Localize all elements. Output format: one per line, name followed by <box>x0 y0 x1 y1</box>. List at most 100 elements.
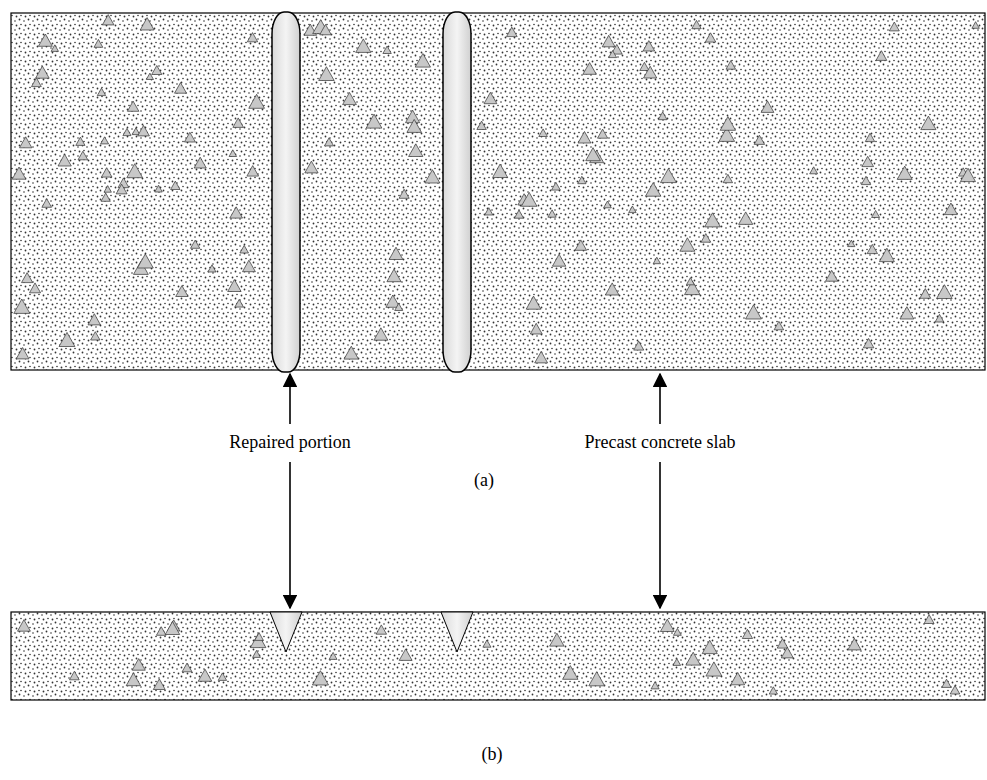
aggregate-triangle <box>720 117 735 131</box>
aggregate-triangle <box>485 208 493 215</box>
aggregate-triangle <box>374 328 388 340</box>
aggregate-triangle <box>924 615 934 624</box>
aggregate-triangle <box>629 206 636 213</box>
aggregate-triangle <box>673 659 681 666</box>
aggregate-triangle <box>78 151 88 160</box>
aggregate-triangle <box>575 240 587 250</box>
slab-section <box>11 612 985 700</box>
aggregate-triangle <box>118 178 129 188</box>
aggregate-triangle <box>389 247 403 259</box>
aggregate-triangle <box>366 114 382 128</box>
aggregate-triangle <box>59 332 75 346</box>
aggregate-triangle <box>329 652 337 659</box>
slab-plan <box>11 13 985 370</box>
aggregate-triangle <box>101 137 109 144</box>
aggregate-triangle <box>680 238 695 251</box>
aggregate-triangle <box>194 157 206 168</box>
aggregate-triangle <box>493 164 508 178</box>
aggregate-triangle <box>658 112 667 120</box>
aggregate-triangle <box>415 54 430 68</box>
aggregate-triangle <box>208 265 216 272</box>
aggregate-triangle <box>230 207 243 218</box>
aggregate-triangle <box>660 619 674 631</box>
aggregate-triangle <box>312 671 328 685</box>
aggregate-triangle <box>861 176 870 184</box>
aggregate-triangle <box>769 687 777 694</box>
aggregate-triangle <box>76 137 85 145</box>
aggregate-triangle <box>848 240 855 247</box>
aggregate-triangle <box>399 189 409 198</box>
aggregate-triangle <box>810 167 818 174</box>
aggregate-triangle <box>897 166 912 179</box>
aggregate-triangle <box>889 22 899 31</box>
aggregate-triangle <box>395 303 403 310</box>
aggregate-triangle <box>376 625 387 634</box>
part-label: Repaired portion <box>227 432 352 454</box>
aggregate-triangle <box>706 662 722 676</box>
aggregate-triangle <box>116 184 127 194</box>
aggregate-triangle <box>32 78 42 87</box>
aggregate-triangle <box>589 672 605 686</box>
aggregate-triangle <box>942 679 951 687</box>
aggregate-triangle <box>761 101 774 112</box>
aggregate-triangle <box>826 270 838 281</box>
aggregate-triangle <box>22 273 33 283</box>
aggregate-triangle <box>184 132 195 142</box>
aggregate-triangle <box>20 137 32 148</box>
aggregate-triangle <box>602 35 615 47</box>
aggregate-triangle <box>155 185 163 192</box>
aggregate-triangle <box>661 169 677 183</box>
aggregate-triangle <box>255 633 264 641</box>
aggregate-triangle <box>407 119 422 132</box>
aggregate-triangle <box>477 121 486 129</box>
aggregate-triangle <box>643 41 655 51</box>
aggregate-triangle <box>944 203 957 215</box>
aggregate-triangle <box>705 213 721 227</box>
aggregate-triangle <box>127 164 143 178</box>
aggregate-triangle <box>101 193 110 201</box>
aggregate-triangle <box>42 199 52 208</box>
aggregate-triangle <box>425 170 440 183</box>
aggregate-triangle <box>12 167 26 179</box>
aggregate-triangle <box>233 118 244 128</box>
part-label: Precast concrete slab <box>583 432 738 454</box>
aggregate-triangle <box>101 168 112 177</box>
aggregate-triangle <box>383 46 391 54</box>
aggregate-triangle <box>218 673 226 681</box>
aggregate-triangles <box>18 615 960 695</box>
aggregate-triangle <box>191 240 200 248</box>
aggregate-triangle <box>344 346 359 359</box>
aggregate-triangle <box>247 33 257 42</box>
aggregate-triangle <box>36 66 50 78</box>
aggregate-triangle <box>879 248 894 261</box>
aggregate-triangle <box>123 128 131 135</box>
aggregate-triangle <box>937 285 953 299</box>
figure-label: (b) <box>480 744 505 766</box>
leader-arrow <box>289 462 291 608</box>
aggregate-triangle <box>731 672 745 684</box>
aggregate-triangle <box>175 83 187 94</box>
aggregate-triangle <box>651 682 659 689</box>
aggregate-triangle <box>640 62 649 70</box>
aggregate-triangle <box>960 168 975 181</box>
slab-plan-texture <box>11 13 985 370</box>
figure-label: (a) <box>472 470 496 492</box>
aggregate-triangle <box>153 679 165 690</box>
slab-section-outline <box>11 612 985 700</box>
leader-arrow <box>289 374 291 424</box>
leader-arrow <box>659 374 661 424</box>
slab-section-texture <box>11 612 985 700</box>
aggregate-triangle <box>138 125 150 135</box>
aggregate-triangle <box>484 92 497 103</box>
aggregate-triangle <box>16 348 29 359</box>
aggregate-triangle <box>30 283 41 293</box>
aggregate-triangle <box>228 280 241 292</box>
aggregate-triangle <box>598 129 608 138</box>
aggregate-triangle <box>848 638 861 650</box>
aggregate-triangle <box>535 351 548 363</box>
aggregate-triangle <box>152 66 162 75</box>
repair-notch <box>441 612 473 652</box>
aggregate-triangle <box>578 176 586 183</box>
aggregate-triangle <box>305 161 318 173</box>
aggregate-triangles <box>12 15 979 363</box>
